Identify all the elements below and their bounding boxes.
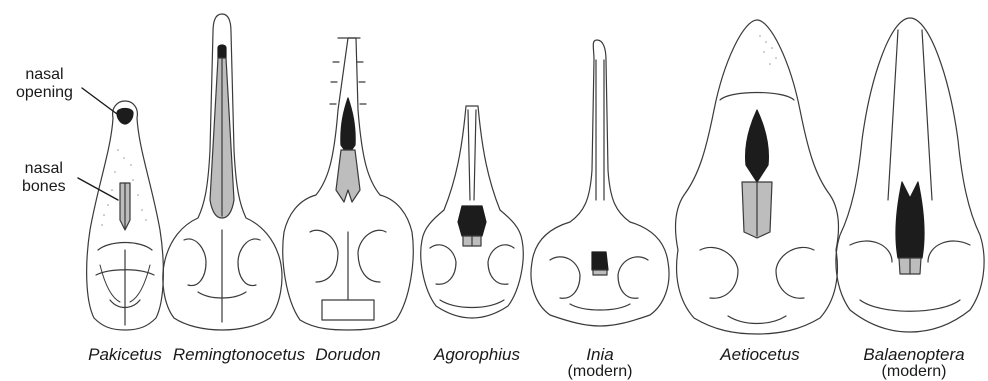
nasal-bones-inia bbox=[593, 270, 607, 275]
skull-remingtonocetus bbox=[163, 14, 282, 330]
nasal-opening-label: nasal opening bbox=[16, 66, 73, 102]
nasal-opening-agorophius bbox=[458, 206, 486, 236]
species-label-remingtonocetus: Remingtonocetus bbox=[165, 346, 313, 363]
nasal-bones-label: nasal bones bbox=[22, 160, 66, 196]
skull-pakicetus bbox=[87, 101, 164, 330]
nasal-opening-inia bbox=[592, 252, 608, 270]
nasal-opening-dorudon bbox=[341, 98, 355, 155]
skull-aetiocetus bbox=[676, 20, 839, 334]
nasal-bones-dorudon bbox=[336, 150, 360, 202]
species-label-dorudon: Dorudon bbox=[306, 346, 390, 363]
species-label-pakicetus: Pakicetus bbox=[80, 346, 170, 363]
species-label-inia: Inia (modern) bbox=[555, 346, 645, 380]
leader-line-nasal-opening bbox=[82, 88, 117, 114]
species-label-agorophius: Agorophius bbox=[422, 346, 532, 363]
dotted-texture-aetiocetus bbox=[759, 35, 777, 65]
species-label-balaenoptera: Balaenoptera (modern) bbox=[850, 346, 978, 380]
skull-balaenoptera bbox=[836, 18, 984, 332]
nasal-opening-aetiocetus bbox=[746, 110, 769, 182]
nasal-opening-pakicetus bbox=[117, 109, 133, 125]
leader-line-nasal-bones bbox=[78, 178, 118, 200]
skull-agorophius bbox=[421, 106, 523, 318]
nasal-opening-balaenoptera bbox=[896, 182, 924, 258]
skull-inia bbox=[531, 40, 669, 326]
nasal-opening-remingtonocetus bbox=[218, 45, 226, 58]
species-label-aetiocetus: Aetiocetus bbox=[705, 346, 815, 363]
skull-dorudon bbox=[283, 38, 413, 330]
